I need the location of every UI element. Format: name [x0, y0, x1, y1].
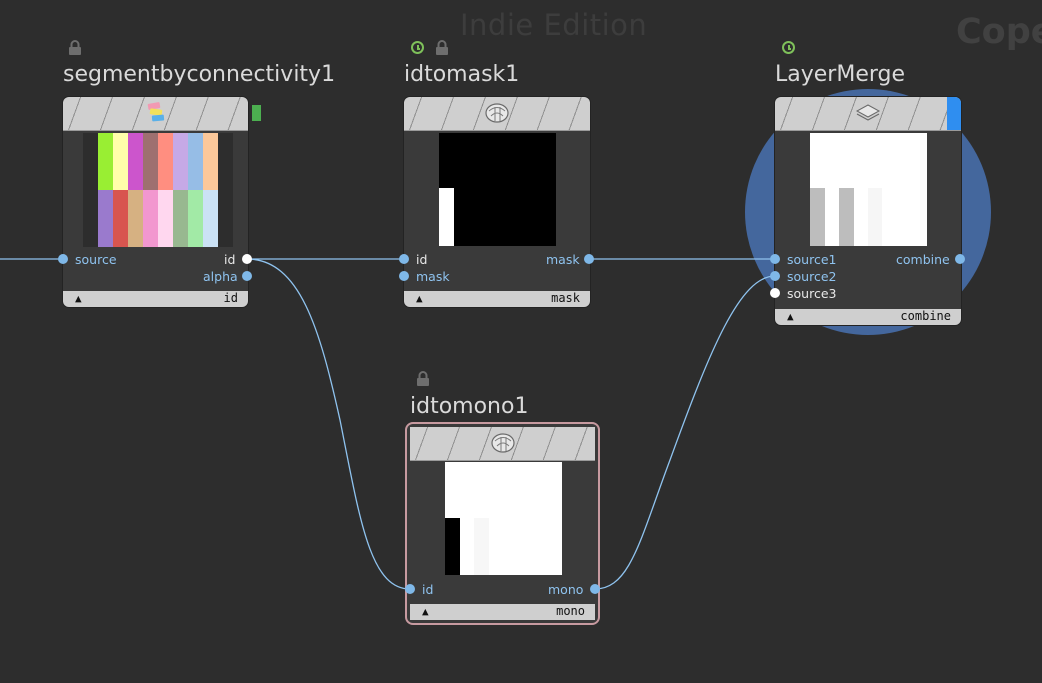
- node-preview-combine: [810, 133, 927, 246]
- layers-icon: [855, 104, 881, 121]
- color-swatch: [113, 133, 128, 190]
- cube-blob-icon: [485, 103, 509, 123]
- lock-icon[interactable]: [68, 40, 82, 56]
- node-title[interactable]: LayerMerge: [775, 62, 906, 87]
- mono-black-bar: [445, 518, 460, 575]
- color-swatch: [113, 190, 128, 247]
- collapse-triangle-icon[interactable]: ▲: [422, 605, 429, 618]
- color-swatch: [218, 190, 233, 247]
- node-preview-swatches: [83, 133, 233, 247]
- display-flag-green[interactable]: [252, 105, 261, 121]
- input-label-mask: mask: [416, 269, 450, 284]
- input-port-source1[interactable]: [770, 254, 780, 264]
- color-swatch: [218, 133, 233, 190]
- collapse-triangle-icon[interactable]: ▲: [416, 292, 423, 305]
- color-swatch: [188, 133, 203, 190]
- input-port-source[interactable]: [58, 254, 68, 264]
- color-swatch: [128, 133, 143, 190]
- output-label-alpha: alpha: [203, 269, 238, 284]
- color-swatch: [173, 190, 188, 247]
- input-label-source2: source2: [787, 269, 837, 284]
- output-port-mono[interactable]: [590, 584, 600, 594]
- combine-gray-bar-2: [839, 188, 854, 246]
- color-swatch: [83, 190, 98, 247]
- mono-light-bar: [474, 518, 489, 575]
- output-label-mask: mask: [546, 252, 580, 267]
- node-footer: ▲ id: [63, 291, 248, 307]
- node-footer: ▲ mono: [410, 604, 595, 620]
- color-swatch: [128, 190, 143, 247]
- combine-gray-bar-1: [810, 188, 825, 246]
- wire-mono-to-source2: [594, 275, 776, 590]
- input-port-source2[interactable]: [770, 271, 780, 281]
- color-swatch: [83, 133, 98, 190]
- output-port-combine[interactable]: [955, 254, 965, 264]
- lock-icon[interactable]: [416, 371, 430, 387]
- node-body[interactable]: ▲ combine: [775, 97, 961, 325]
- node-preview-mask: [439, 133, 556, 246]
- edition-watermark: Indie Edition: [460, 8, 648, 42]
- input-label-id: id: [422, 582, 434, 597]
- node-title[interactable]: segmentbyconnectivity1: [63, 62, 336, 87]
- node-header[interactable]: [775, 97, 961, 131]
- color-swatch: [98, 190, 113, 247]
- node-body[interactable]: ▲ mono: [407, 424, 598, 623]
- node-title[interactable]: idtomask1: [404, 62, 520, 87]
- node-footer: ▲ combine: [775, 309, 961, 325]
- input-label-id: id: [416, 252, 428, 267]
- output-label-mono: mono: [548, 582, 584, 597]
- color-swatch: [203, 190, 218, 247]
- color-swatch: [158, 133, 173, 190]
- input-label-source3: source3: [787, 286, 837, 301]
- mask-white-region: [439, 188, 454, 246]
- network-context-label: Cope: [956, 12, 1042, 52]
- collapse-triangle-icon[interactable]: ▲: [75, 292, 82, 305]
- input-port-id[interactable]: [399, 254, 409, 264]
- node-title[interactable]: idtomono1: [410, 394, 529, 419]
- color-swatch: [173, 133, 188, 190]
- display-flag-blue[interactable]: [947, 97, 961, 130]
- output-port-alpha[interactable]: [242, 271, 252, 281]
- output-port-id[interactable]: [242, 254, 252, 264]
- node-header[interactable]: [63, 97, 248, 131]
- collapse-triangle-icon[interactable]: ▲: [787, 310, 794, 323]
- node-footer: ▲ mask: [404, 291, 590, 307]
- output-label-combine: combine: [896, 252, 950, 267]
- color-swatch: [158, 190, 173, 247]
- footer-output-label: mono: [556, 604, 585, 618]
- color-swatch: [98, 133, 113, 190]
- lock-icon[interactable]: [435, 40, 449, 56]
- footer-output-label: combine: [900, 309, 951, 323]
- input-port-id[interactable]: [405, 584, 415, 594]
- color-swatch: [203, 133, 218, 190]
- input-label-source1: source1: [787, 252, 837, 267]
- input-port-mask[interactable]: [399, 271, 409, 281]
- wire-id-to-idtomono: [246, 258, 411, 590]
- cube-blob-icon: [490, 433, 515, 453]
- node-header[interactable]: [410, 427, 595, 461]
- palette-icon: [147, 102, 164, 122]
- node-body[interactable]: ▲ mask: [404, 97, 590, 307]
- node-preview-mono: [445, 462, 562, 575]
- input-port-source3[interactable]: [770, 288, 780, 298]
- footer-output-label: id: [223, 291, 238, 305]
- combine-gray-bar-3: [868, 188, 882, 246]
- output-label-id: id: [224, 252, 236, 267]
- input-label-source: source: [75, 252, 117, 267]
- node-body[interactable]: ▲ id: [63, 97, 248, 307]
- footer-output-label: mask: [551, 291, 580, 305]
- clock-icon: [782, 41, 795, 54]
- color-swatch: [188, 190, 203, 247]
- color-swatch: [143, 133, 158, 190]
- color-swatch: [143, 190, 158, 247]
- node-header[interactable]: [404, 97, 590, 131]
- output-port-mask[interactable]: [584, 254, 594, 264]
- clock-icon: [411, 41, 424, 54]
